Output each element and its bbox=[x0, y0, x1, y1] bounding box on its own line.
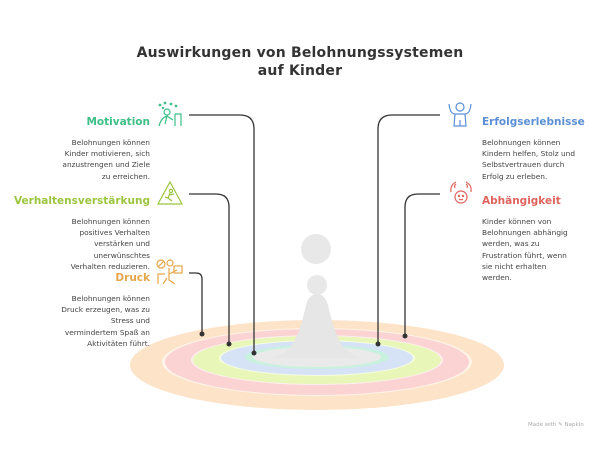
diagram-title: Auswirkungen von Belohnungssystemen auf … bbox=[136, 45, 464, 79]
label-erfolgserlebnisse: Erfolgserlebnisse bbox=[482, 116, 585, 128]
water-splash bbox=[268, 293, 366, 358]
connector-druck bbox=[189, 272, 203, 334]
description-motivation: Belohnungen können Kinder motivieren, si… bbox=[62, 138, 150, 181]
made-with-napkin-footer: Made with ✎ Napkin bbox=[528, 422, 584, 428]
description-erfolgserlebnisse: Belohnungen können Kindern helfen, Stolz… bbox=[482, 138, 576, 181]
label-druck: Druck bbox=[115, 272, 150, 284]
dependent-child-icon bbox=[450, 181, 472, 204]
label-verhaltensverstaerkung: Verhaltensverstärkung bbox=[13, 195, 150, 207]
connector-erfolgserlebnisse bbox=[377, 114, 440, 344]
stressed-person-icon bbox=[156, 259, 183, 285]
description-druck: Belohnungen können Druck erzeugen, was z… bbox=[61, 294, 150, 348]
description-verhaltensverstaerkung: Belohnungen können positives Verhalten v… bbox=[70, 217, 150, 271]
connector-abhaengigkeit bbox=[404, 193, 440, 336]
droplet-small bbox=[307, 275, 327, 295]
droplet-large bbox=[301, 234, 331, 264]
celebrating-child-icon bbox=[158, 101, 182, 127]
description-abhaengigkeit: Kinder können von Belohnungen abhängig w… bbox=[482, 217, 568, 283]
connector-verhaltensverstaerkung bbox=[189, 193, 230, 344]
happy-child-icon bbox=[448, 102, 472, 127]
label-motivation: Motivation bbox=[86, 116, 150, 128]
label-abhaengigkeit: Abhängigkeit bbox=[482, 195, 561, 207]
connector-motivation bbox=[189, 114, 255, 353]
warning-triangle-icon bbox=[156, 180, 184, 205]
